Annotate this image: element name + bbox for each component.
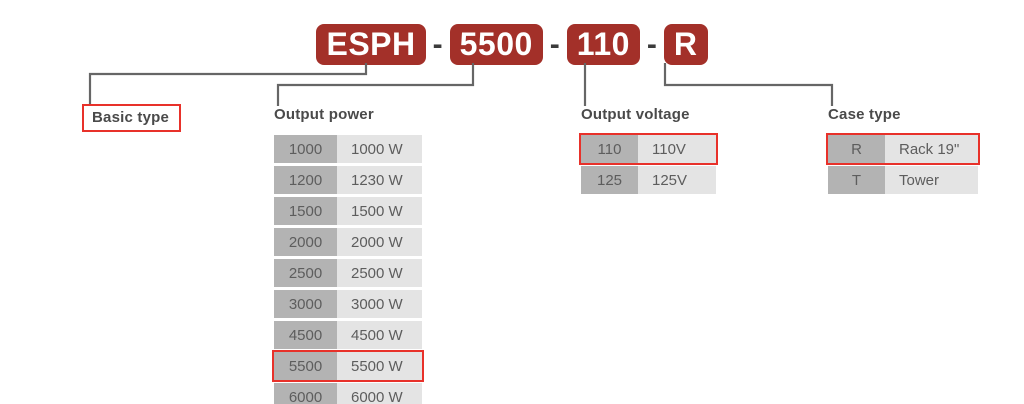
option-code: 1500 [274, 197, 337, 225]
option-description: 3000 W [337, 290, 422, 318]
section-basic-type: Basic type [82, 104, 182, 132]
code-badge-output-power[interactable]: 5500 [449, 23, 543, 65]
option-code: T [828, 166, 885, 194]
code-badge-case-type[interactable]: R [663, 23, 708, 65]
option-description: 2500 W [337, 259, 422, 287]
option-code: 2500 [274, 259, 337, 287]
option-code: 4500 [274, 321, 337, 349]
code-separator-dash: - [432, 27, 443, 61]
option-description: 1500 W [337, 197, 422, 225]
option-code: 1000 [274, 135, 337, 163]
option-code: 125 [581, 166, 638, 194]
option-description: 125V [638, 166, 716, 194]
option-code: R [828, 135, 885, 163]
code-badge-basic-type[interactable]: ESPH [316, 23, 426, 65]
option-code: 1200 [274, 166, 337, 194]
option-code: 2000 [274, 228, 337, 256]
option-description: 2000 W [337, 228, 422, 256]
code-separator-dash: - [646, 27, 657, 61]
option-code: 5500 [274, 352, 337, 380]
connector-basic-type [88, 63, 368, 106]
part-number-code-row: ESPH - 5500 - 110 - R [0, 22, 1024, 66]
section-title-case-type: Case type [828, 106, 901, 123]
option-code: 3000 [274, 290, 337, 318]
option-description: Tower [885, 166, 978, 194]
option-description: Rack 19" [885, 135, 978, 163]
section-title-output-voltage: Output voltage [581, 106, 690, 123]
option-description: 5500 W [337, 352, 422, 380]
option-description: 4500 W [337, 321, 422, 349]
code-separator-dash: - [549, 27, 560, 61]
option-description: 1000 W [337, 135, 422, 163]
option-code: 6000 [274, 383, 337, 404]
section-title-basic-type: Basic type [82, 104, 182, 132]
section-title-output-power: Output power [274, 106, 374, 123]
code-badge-output-voltage[interactable]: 110 [566, 23, 640, 65]
connector-case-type [663, 63, 834, 106]
option-description: 110V [638, 135, 716, 163]
option-description: 1230 W [337, 166, 422, 194]
option-description: 6000 W [337, 383, 422, 404]
option-code: 110 [581, 135, 638, 163]
connector-output-power [276, 63, 475, 106]
